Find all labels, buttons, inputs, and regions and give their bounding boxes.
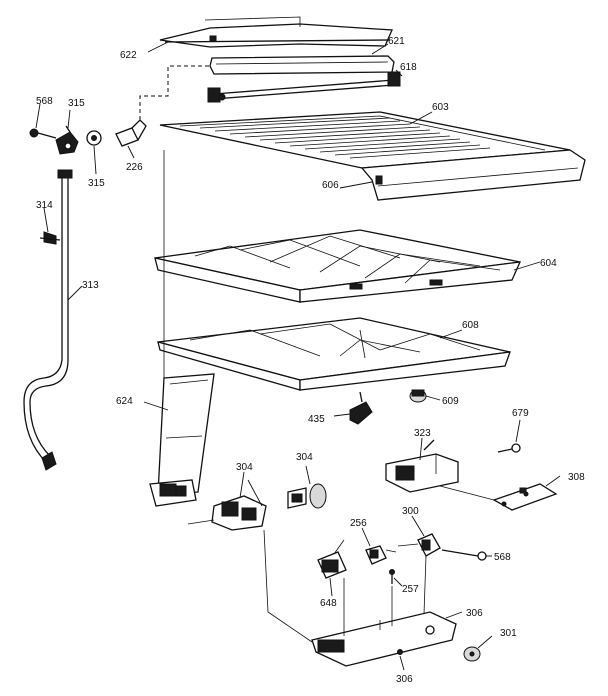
part-314-clip — [39, 231, 61, 245]
label-618: 618 — [400, 62, 417, 73]
label-256: 256 — [350, 518, 367, 529]
label-624: 624 — [116, 396, 133, 407]
part-304-dial — [287, 483, 327, 509]
label-568-bottom: 568 — [494, 552, 511, 563]
label-606: 606 — [322, 180, 339, 191]
part-568-screw — [29, 128, 57, 139]
part-308-plate — [439, 483, 558, 511]
part-323-bracket — [385, 439, 459, 493]
label-621: 621 — [388, 36, 405, 47]
part-435-knob — [349, 391, 373, 425]
part-304-control-housing — [187, 495, 267, 531]
part-300-lamp-socket — [397, 533, 441, 557]
assembly-lines — [163, 150, 427, 643]
label-308: 308 — [568, 472, 585, 483]
label-313: 313 — [82, 280, 99, 291]
part-257-screw — [389, 569, 395, 584]
label-648: 648 — [320, 598, 337, 609]
part-624-baffle — [149, 373, 215, 507]
label-314: 314 — [36, 200, 53, 211]
part-618-rod — [207, 71, 401, 103]
part-256-socket — [365, 545, 397, 565]
part-622-top-bracket — [159, 16, 393, 48]
label-304-right: 304 — [296, 452, 313, 463]
label-304-left: 304 — [236, 462, 253, 473]
label-301: 301 — [500, 628, 517, 639]
label-323: 323 — [414, 428, 431, 439]
label-609: 609 — [442, 396, 459, 407]
part-608-tray — [157, 317, 511, 391]
part-609-clip — [409, 389, 427, 403]
label-315-bottom: 315 — [88, 178, 105, 189]
part-679-screw — [497, 443, 521, 453]
leader-lines — [35, 41, 561, 671]
label-604: 604 — [540, 258, 557, 269]
part-604-shelf-frame — [154, 229, 522, 303]
label-435: 435 — [308, 414, 325, 425]
part-labels: 622 621 618 603 606 568 315 315 226 314 … — [36, 36, 585, 685]
part-568-screw-lower — [441, 549, 487, 561]
label-679: 679 — [512, 408, 529, 419]
part-313-tube — [23, 169, 73, 471]
label-315-top: 315 — [68, 98, 85, 109]
part-315-washer — [86, 130, 102, 146]
label-306-bottom: 306 — [396, 674, 413, 685]
label-608: 608 — [462, 320, 479, 331]
part-648-switch — [317, 539, 347, 579]
label-257: 257 — [402, 584, 419, 595]
label-306-right: 306 — [466, 608, 483, 619]
part-301-knob — [463, 646, 481, 662]
label-568-top: 568 — [36, 96, 53, 107]
label-300: 300 — [402, 506, 419, 517]
part-306-light-housing — [311, 611, 457, 667]
part-315-valve — [55, 125, 79, 155]
part-621-cover — [209, 55, 395, 75]
part-603-shelf-glass — [159, 111, 586, 201]
part-226-fitting — [115, 65, 212, 147]
label-603: 603 — [432, 102, 449, 113]
label-622: 622 — [120, 50, 137, 61]
label-226: 226 — [126, 162, 143, 173]
